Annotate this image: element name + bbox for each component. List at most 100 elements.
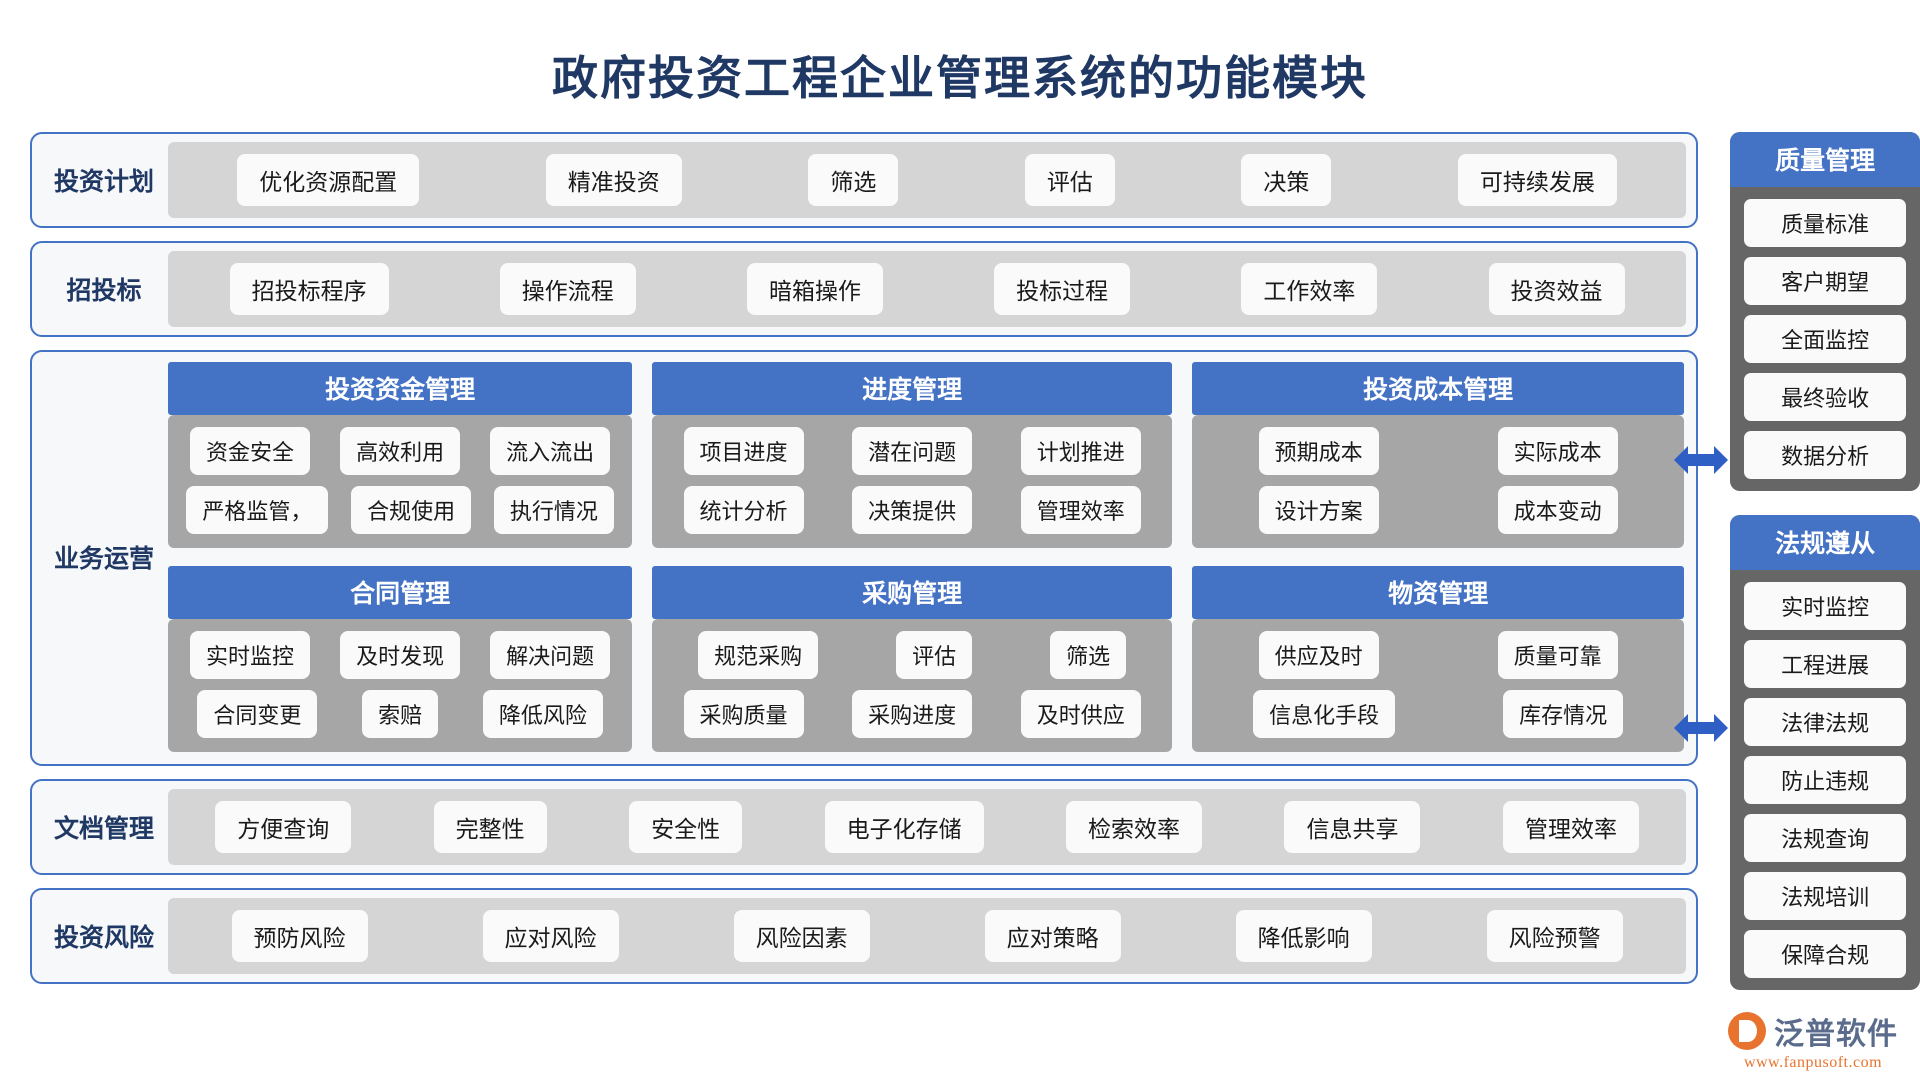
chip-item[interactable]: 决策 bbox=[1241, 154, 1332, 206]
card-contract-management: 合同管理 实时监控 及时发现 解决问题 合同变更 索赔 降低风险 bbox=[168, 566, 633, 752]
panel-chip[interactable]: 法规查询 bbox=[1744, 814, 1906, 862]
card-chip[interactable]: 决策提供 bbox=[852, 486, 973, 534]
chip-item[interactable]: 风险预警 bbox=[1486, 910, 1623, 962]
card-chip[interactable]: 索赔 bbox=[362, 690, 439, 738]
chip-item[interactable]: 信息共享 bbox=[1284, 801, 1421, 853]
panel-chip[interactable]: 数据分析 bbox=[1744, 431, 1906, 479]
chip-item[interactable]: 检索效率 bbox=[1066, 801, 1203, 853]
card-chip[interactable]: 供应及时 bbox=[1258, 631, 1379, 679]
card-materials-management: 物资管理 供应及时 质量可靠 信息化手段 库存情况 bbox=[1192, 566, 1685, 752]
card-body: 预期成本 实际成本 设计方案 成本变动 bbox=[1192, 415, 1685, 548]
panel-chip[interactable]: 防止违规 bbox=[1744, 756, 1906, 804]
card-row: 统计分析 决策提供 管理效率 bbox=[664, 486, 1160, 534]
card-chip[interactable]: 库存情况 bbox=[1503, 690, 1624, 738]
panel-chip[interactable]: 保障合规 bbox=[1744, 930, 1906, 978]
chip-item[interactable]: 方便查询 bbox=[215, 801, 352, 853]
chip-item[interactable]: 应对风险 bbox=[482, 910, 619, 962]
chip-item[interactable]: 暗箱操作 bbox=[746, 263, 883, 315]
panel-quality-management: 质量管理 质量标准 客户期望 全面监控 最终验收 数据分析 bbox=[1730, 132, 1920, 491]
card-body: 资金安全 高效利用 流入流出 严格监管， 合规使用 执行情况 bbox=[168, 415, 633, 548]
chip-item[interactable]: 电子化存储 bbox=[824, 801, 984, 853]
chip-item[interactable]: 投标过程 bbox=[994, 263, 1131, 315]
operations-card-grid: 投资资金管理 资金安全 高效利用 流入流出 严格监管， 合规使用 执行情况 bbox=[168, 362, 1685, 752]
card-chip[interactable]: 解决问题 bbox=[490, 631, 611, 679]
panel-chip[interactable]: 法规培训 bbox=[1744, 872, 1906, 920]
card-row: 设计方案 成本变动 bbox=[1204, 486, 1672, 534]
panel-chip[interactable]: 质量标准 bbox=[1744, 199, 1906, 247]
card-body: 实时监控 及时发现 解决问题 合同变更 索赔 降低风险 bbox=[168, 619, 633, 752]
card-chip[interactable]: 设计方案 bbox=[1258, 486, 1379, 534]
card-chip[interactable]: 降低风险 bbox=[482, 690, 603, 738]
row-items-bidding: 招投标程序 操作流程 暗箱操作 投标过程 工作效率 投资效益 bbox=[168, 251, 1687, 327]
chip-item[interactable]: 降低影响 bbox=[1235, 910, 1372, 962]
card-chip[interactable]: 统计分析 bbox=[683, 486, 804, 534]
brand-logo: 泛普软件 www.fanpusoft.com bbox=[1728, 1009, 1898, 1072]
card-chip[interactable]: 流入流出 bbox=[490, 427, 611, 475]
chip-item[interactable]: 管理效率 bbox=[1502, 801, 1639, 853]
card-chip[interactable]: 项目进度 bbox=[683, 427, 804, 475]
card-body: 规范采购 评估 筛选 采购质量 采购进度 及时供应 bbox=[652, 619, 1173, 752]
panel-chip[interactable]: 全面监控 bbox=[1744, 315, 1906, 363]
card-chip[interactable]: 管理效率 bbox=[1020, 486, 1141, 534]
chip-item[interactable]: 精准投资 bbox=[545, 154, 682, 206]
chip-item[interactable]: 应对策略 bbox=[984, 910, 1121, 962]
row-investment-plan: 投资计划 优化资源配置 精准投资 筛选 评估 决策 可持续发展 bbox=[30, 132, 1699, 228]
chip-item[interactable]: 风险因素 bbox=[733, 910, 870, 962]
chip-item[interactable]: 优化资源配置 bbox=[237, 154, 420, 206]
chip-item[interactable]: 安全性 bbox=[629, 801, 743, 853]
card-chip[interactable]: 采购质量 bbox=[683, 690, 804, 738]
panel-chip[interactable]: 法律法规 bbox=[1744, 698, 1906, 746]
chip-item[interactable]: 招投标程序 bbox=[229, 263, 389, 315]
panel-chip[interactable]: 客户期望 bbox=[1744, 257, 1906, 305]
panel-items: 实时监控 工程进展 法律法规 防止违规 法规查询 法规培训 保障合规 bbox=[1730, 570, 1920, 978]
logo-url: www.fanpusoft.com bbox=[1743, 1054, 1883, 1071]
card-chip[interactable]: 潜在问题 bbox=[852, 427, 973, 475]
row-business-operations: 业务运营 投资资金管理 资金安全 高效利用 流入流出 严格监管， bbox=[30, 350, 1699, 766]
card-chip[interactable]: 筛选 bbox=[1050, 631, 1127, 679]
chip-item[interactable]: 工作效率 bbox=[1241, 263, 1378, 315]
card-chip[interactable]: 采购进度 bbox=[852, 690, 973, 738]
card-chip[interactable]: 及时发现 bbox=[340, 631, 461, 679]
card-chip[interactable]: 计划推进 bbox=[1020, 427, 1141, 475]
card-chip[interactable]: 评估 bbox=[896, 631, 973, 679]
panel-chip[interactable]: 最终验收 bbox=[1744, 373, 1906, 421]
chip-item[interactable]: 预防风险 bbox=[231, 910, 368, 962]
card-chip[interactable]: 实际成本 bbox=[1497, 427, 1618, 475]
card-row: 预期成本 实际成本 bbox=[1204, 427, 1672, 475]
card-chip[interactable]: 实时监控 bbox=[190, 631, 311, 679]
row-investment-risk: 投资风险 预防风险 应对风险 风险因素 应对策略 降低影响 风险预警 bbox=[30, 888, 1699, 984]
chip-item[interactable]: 可持续发展 bbox=[1457, 154, 1617, 206]
row-label-business-operations: 业务运营 bbox=[53, 545, 154, 573]
panel-chip[interactable]: 工程进展 bbox=[1744, 640, 1906, 688]
card-chip[interactable]: 成本变动 bbox=[1497, 486, 1618, 534]
chip-item[interactable]: 完整性 bbox=[433, 801, 547, 853]
card-row: 资金安全 高效利用 流入流出 bbox=[180, 427, 620, 475]
chip-item[interactable]: 操作流程 bbox=[499, 263, 636, 315]
card-title: 采购管理 bbox=[652, 566, 1173, 619]
card-chip[interactable]: 及时供应 bbox=[1020, 690, 1141, 738]
card-chip[interactable]: 高效利用 bbox=[340, 427, 461, 475]
card-chip[interactable]: 严格监管， bbox=[186, 486, 329, 534]
card-row: 合同变更 索赔 降低风险 bbox=[180, 690, 620, 738]
card-chip[interactable]: 执行情况 bbox=[493, 486, 614, 534]
card-chip[interactable]: 规范采购 bbox=[698, 631, 819, 679]
panel-chip[interactable]: 实时监控 bbox=[1744, 582, 1906, 630]
card-procurement-management: 采购管理 规范采购 评估 筛选 采购质量 采购进度 及时供应 bbox=[652, 566, 1173, 752]
chip-item[interactable]: 评估 bbox=[1024, 154, 1115, 206]
row-label-document-management: 文档管理 bbox=[53, 815, 154, 843]
card-chip[interactable]: 合规使用 bbox=[351, 486, 472, 534]
card-chip[interactable]: 质量可靠 bbox=[1497, 631, 1618, 679]
card-chip[interactable]: 资金安全 bbox=[190, 427, 311, 475]
card-chip[interactable]: 合同变更 bbox=[197, 690, 318, 738]
card-title: 投资资金管理 bbox=[168, 362, 633, 415]
chip-item[interactable]: 投资效益 bbox=[1488, 263, 1625, 315]
card-chip[interactable]: 信息化手段 bbox=[1253, 690, 1396, 738]
card-row: 供应及时 质量可靠 bbox=[1204, 631, 1672, 679]
row-items-investment-plan: 优化资源配置 精准投资 筛选 评估 决策 可持续发展 bbox=[168, 142, 1687, 218]
row-label-bidding: 招投标 bbox=[66, 277, 142, 305]
panel-title: 质量管理 bbox=[1730, 132, 1920, 187]
chip-item[interactable]: 筛选 bbox=[808, 154, 899, 206]
card-title: 投资成本管理 bbox=[1192, 362, 1685, 415]
row-label-investment-plan: 投资计划 bbox=[53, 168, 154, 196]
card-chip[interactable]: 预期成本 bbox=[1258, 427, 1379, 475]
